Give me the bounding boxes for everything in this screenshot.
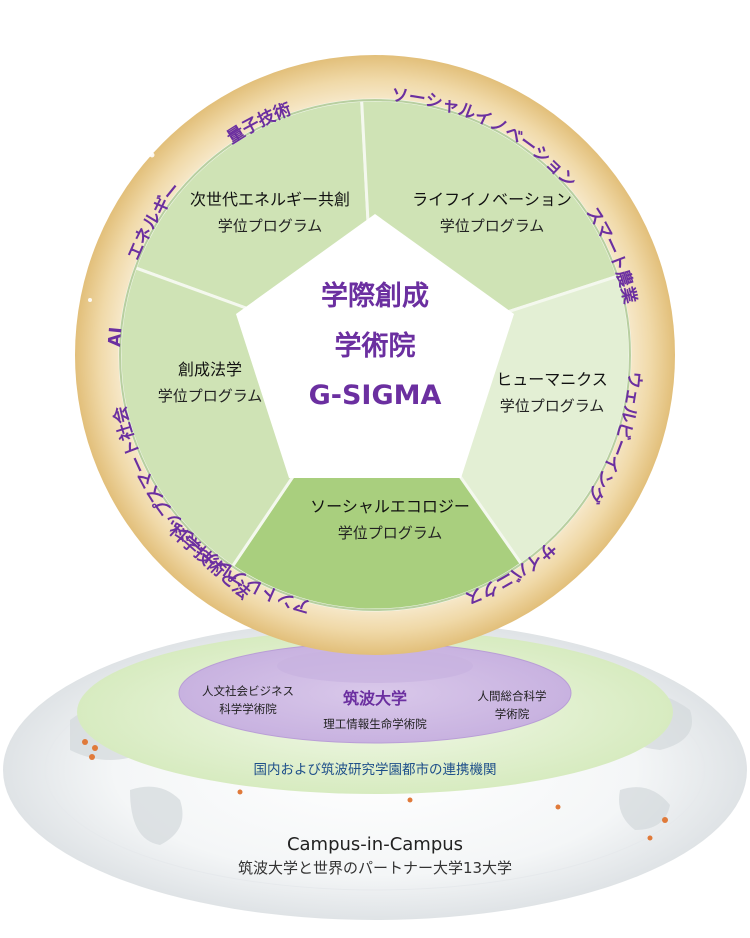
university-right-line1: 人間総合科学: [478, 689, 547, 703]
program-law-name: 創成法学: [178, 360, 242, 379]
program-humanics-sub: 学位プログラム: [500, 397, 605, 415]
university-title: 筑波大学: [343, 689, 407, 708]
university-right-line2: 学術院: [495, 707, 530, 721]
partner-university-markers: [82, 739, 668, 841]
program-life-name: ライフイノベーション: [412, 190, 572, 209]
program-energy-name: 次世代エネルギー共創: [190, 190, 350, 209]
university-left-line2: 科学学術院: [219, 702, 277, 716]
program-ecology-sub: 学位プログラム: [338, 524, 443, 542]
university-disc-top: [277, 649, 473, 683]
university-left-line1: 人文社会ビジネス: [202, 684, 294, 698]
partner-label: 国内および筑波研究学園都市の連携機関: [254, 761, 497, 778]
program-law-sub: 学位プログラム: [158, 387, 263, 405]
center-pentagon: [236, 214, 514, 478]
program-life-sub: 学位プログラム: [440, 217, 545, 235]
program-disc-border: [119, 99, 631, 611]
campus-title: Campus-in-Campus: [287, 834, 463, 855]
center-title-line2: 学術院: [335, 330, 416, 362]
center-title-line3: G-SIGMA: [309, 380, 442, 411]
keyword-ring-ai-label: AI: [105, 326, 126, 347]
program-energy-sub: 学位プログラム: [218, 217, 323, 235]
university-center-sub: 理工情報生命学術院: [323, 717, 427, 731]
program-ecology-name: ソーシャルエコロジー: [310, 497, 470, 516]
sparkle-decoration: [88, 82, 663, 473]
keyword-ai: AI: [105, 326, 126, 347]
program-humanics-name: ヒューマニクス: [496, 370, 608, 389]
center-title-line1: 学際創成: [321, 280, 429, 312]
campus-subtitle: 筑波大学と世界のパートナー大学13大学: [238, 859, 512, 877]
